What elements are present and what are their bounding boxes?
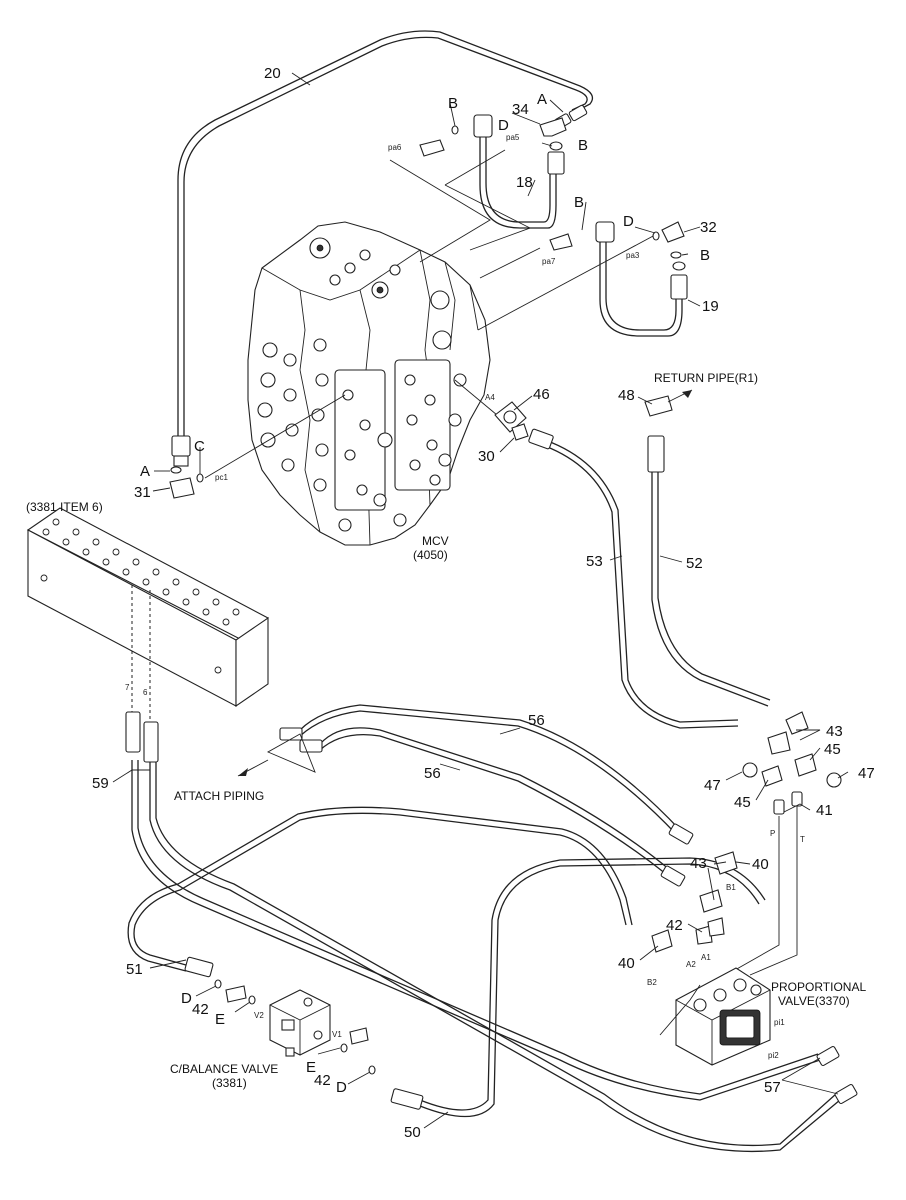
callout-40-right: 40 [752, 856, 769, 873]
callout-42-cbal-upper: 42 [192, 1001, 209, 1018]
callout-47-right: 47 [858, 765, 875, 782]
port-pc1: pc1 [215, 473, 228, 482]
letter-markers: B A D B B D B A C D E E D [140, 91, 710, 1096]
port-b1: B1 [726, 883, 736, 892]
callout-53: 53 [586, 553, 603, 570]
bracket [26, 507, 269, 720]
hose-20 [171, 30, 594, 467]
counterbalance-valve-number: (3381) [212, 1076, 247, 1090]
hose-18 [473, 114, 565, 229]
port-a4: A4 [485, 393, 495, 402]
callout-18: 18 [516, 174, 533, 191]
mcv-label: MCV [422, 534, 449, 548]
callout-43-upper: 43 [826, 723, 843, 740]
callout-30: 30 [478, 448, 495, 465]
port-labels: pa6 pa5 pa7 pa3 pc1 A4 P T B1 A1 A2 B2 p… [125, 133, 805, 1060]
bracket-ref-label: (3381 ITEM 6) [26, 500, 103, 514]
mcv-body [247, 221, 491, 546]
callout-47-left: 47 [704, 777, 721, 794]
callout-numbers: 20 34 18 32 19 46 30 31 48 53 52 56 56 4… [92, 65, 875, 1141]
proportional-valve-label: PROPORTIONAL [771, 980, 866, 994]
letter-e-cbal-upper: E [215, 1011, 225, 1028]
letter-b-19: B [574, 194, 584, 211]
port-pa5: pa5 [506, 133, 520, 142]
port-t: T [800, 835, 805, 844]
letter-a-top: A [537, 91, 547, 108]
callout-34: 34 [512, 101, 529, 118]
hoses-59-57 [125, 711, 858, 1153]
letter-e-cbal-lower: E [306, 1059, 316, 1076]
hose-19 [595, 221, 688, 337]
port-pi1: pi1 [774, 1018, 785, 1027]
port-pa6: pa6 [388, 143, 402, 152]
line-6: 6 [143, 688, 148, 697]
callout-43-lower: 43 [690, 855, 707, 872]
callout-59: 59 [92, 775, 109, 792]
letter-d-cbal-lower: D [336, 1079, 347, 1096]
callout-41: 41 [816, 802, 833, 819]
callout-42-prop: 42 [666, 917, 683, 934]
proportional-valve-number: VALVE(3370) [778, 994, 850, 1008]
callout-52: 52 [686, 555, 703, 572]
callout-leaders [112, 72, 849, 1129]
callout-56-lower: 56 [424, 765, 441, 782]
callout-45-left: 45 [734, 794, 751, 811]
callout-57: 57 [764, 1079, 781, 1096]
callout-48: 48 [618, 387, 635, 404]
hoses-56 [237, 704, 694, 887]
port-a2: A2 [686, 960, 696, 969]
callout-19: 19 [702, 298, 719, 315]
port-v2: V2 [254, 1011, 264, 1020]
port-pi2: pi2 [768, 1051, 779, 1060]
port-v1: V1 [332, 1030, 342, 1039]
letter-b-top: B [448, 95, 458, 112]
callout-50: 50 [404, 1124, 421, 1141]
letter-d-cbal-upper: D [181, 990, 192, 1007]
counterbalance-valve-label: C/BALANCE VALVE [170, 1062, 278, 1076]
letter-d-32: D [623, 213, 634, 230]
callout-56-upper: 56 [528, 712, 545, 729]
hose-51 [127, 806, 633, 978]
hose-52 [647, 435, 771, 707]
component-labels: MCV (4050) RETURN PIPE(R1) (3381 ITEM 6)… [26, 371, 866, 1090]
callout-31: 31 [134, 484, 151, 501]
callout-46: 46 [533, 386, 550, 403]
port-a1: A1 [701, 953, 711, 962]
hose-53 [528, 428, 739, 729]
callout-20: 20 [264, 65, 281, 82]
callout-40-left: 40 [618, 955, 635, 972]
letter-b-18: B [578, 137, 588, 154]
port-b2: B2 [647, 978, 657, 987]
line-7: 7 [125, 683, 130, 692]
port-p: P [770, 829, 775, 838]
fittings [169, 117, 693, 499]
proportional-valve [675, 967, 771, 1066]
letter-a-31: A [140, 463, 150, 480]
callout-45-right: 45 [824, 741, 841, 758]
letter-b-32: B [700, 247, 710, 264]
mcv-number: (4050) [413, 548, 448, 562]
fittings-lower [214, 711, 842, 1075]
attach-piping-label: ATTACH PIPING [174, 789, 264, 803]
port-pa3: pa3 [626, 251, 640, 260]
callout-42-cbal-lower: 42 [314, 1072, 331, 1089]
pilot-leader-lines [204, 149, 656, 479]
return-pipe-label: RETURN PIPE(R1) [654, 371, 758, 385]
callout-32: 32 [700, 219, 717, 236]
letter-d-top: D [498, 117, 509, 134]
counterbalance-valve [269, 989, 331, 1057]
letter-c: C [194, 438, 205, 455]
callout-51: 51 [126, 961, 143, 978]
port-pa7: pa7 [542, 257, 556, 266]
